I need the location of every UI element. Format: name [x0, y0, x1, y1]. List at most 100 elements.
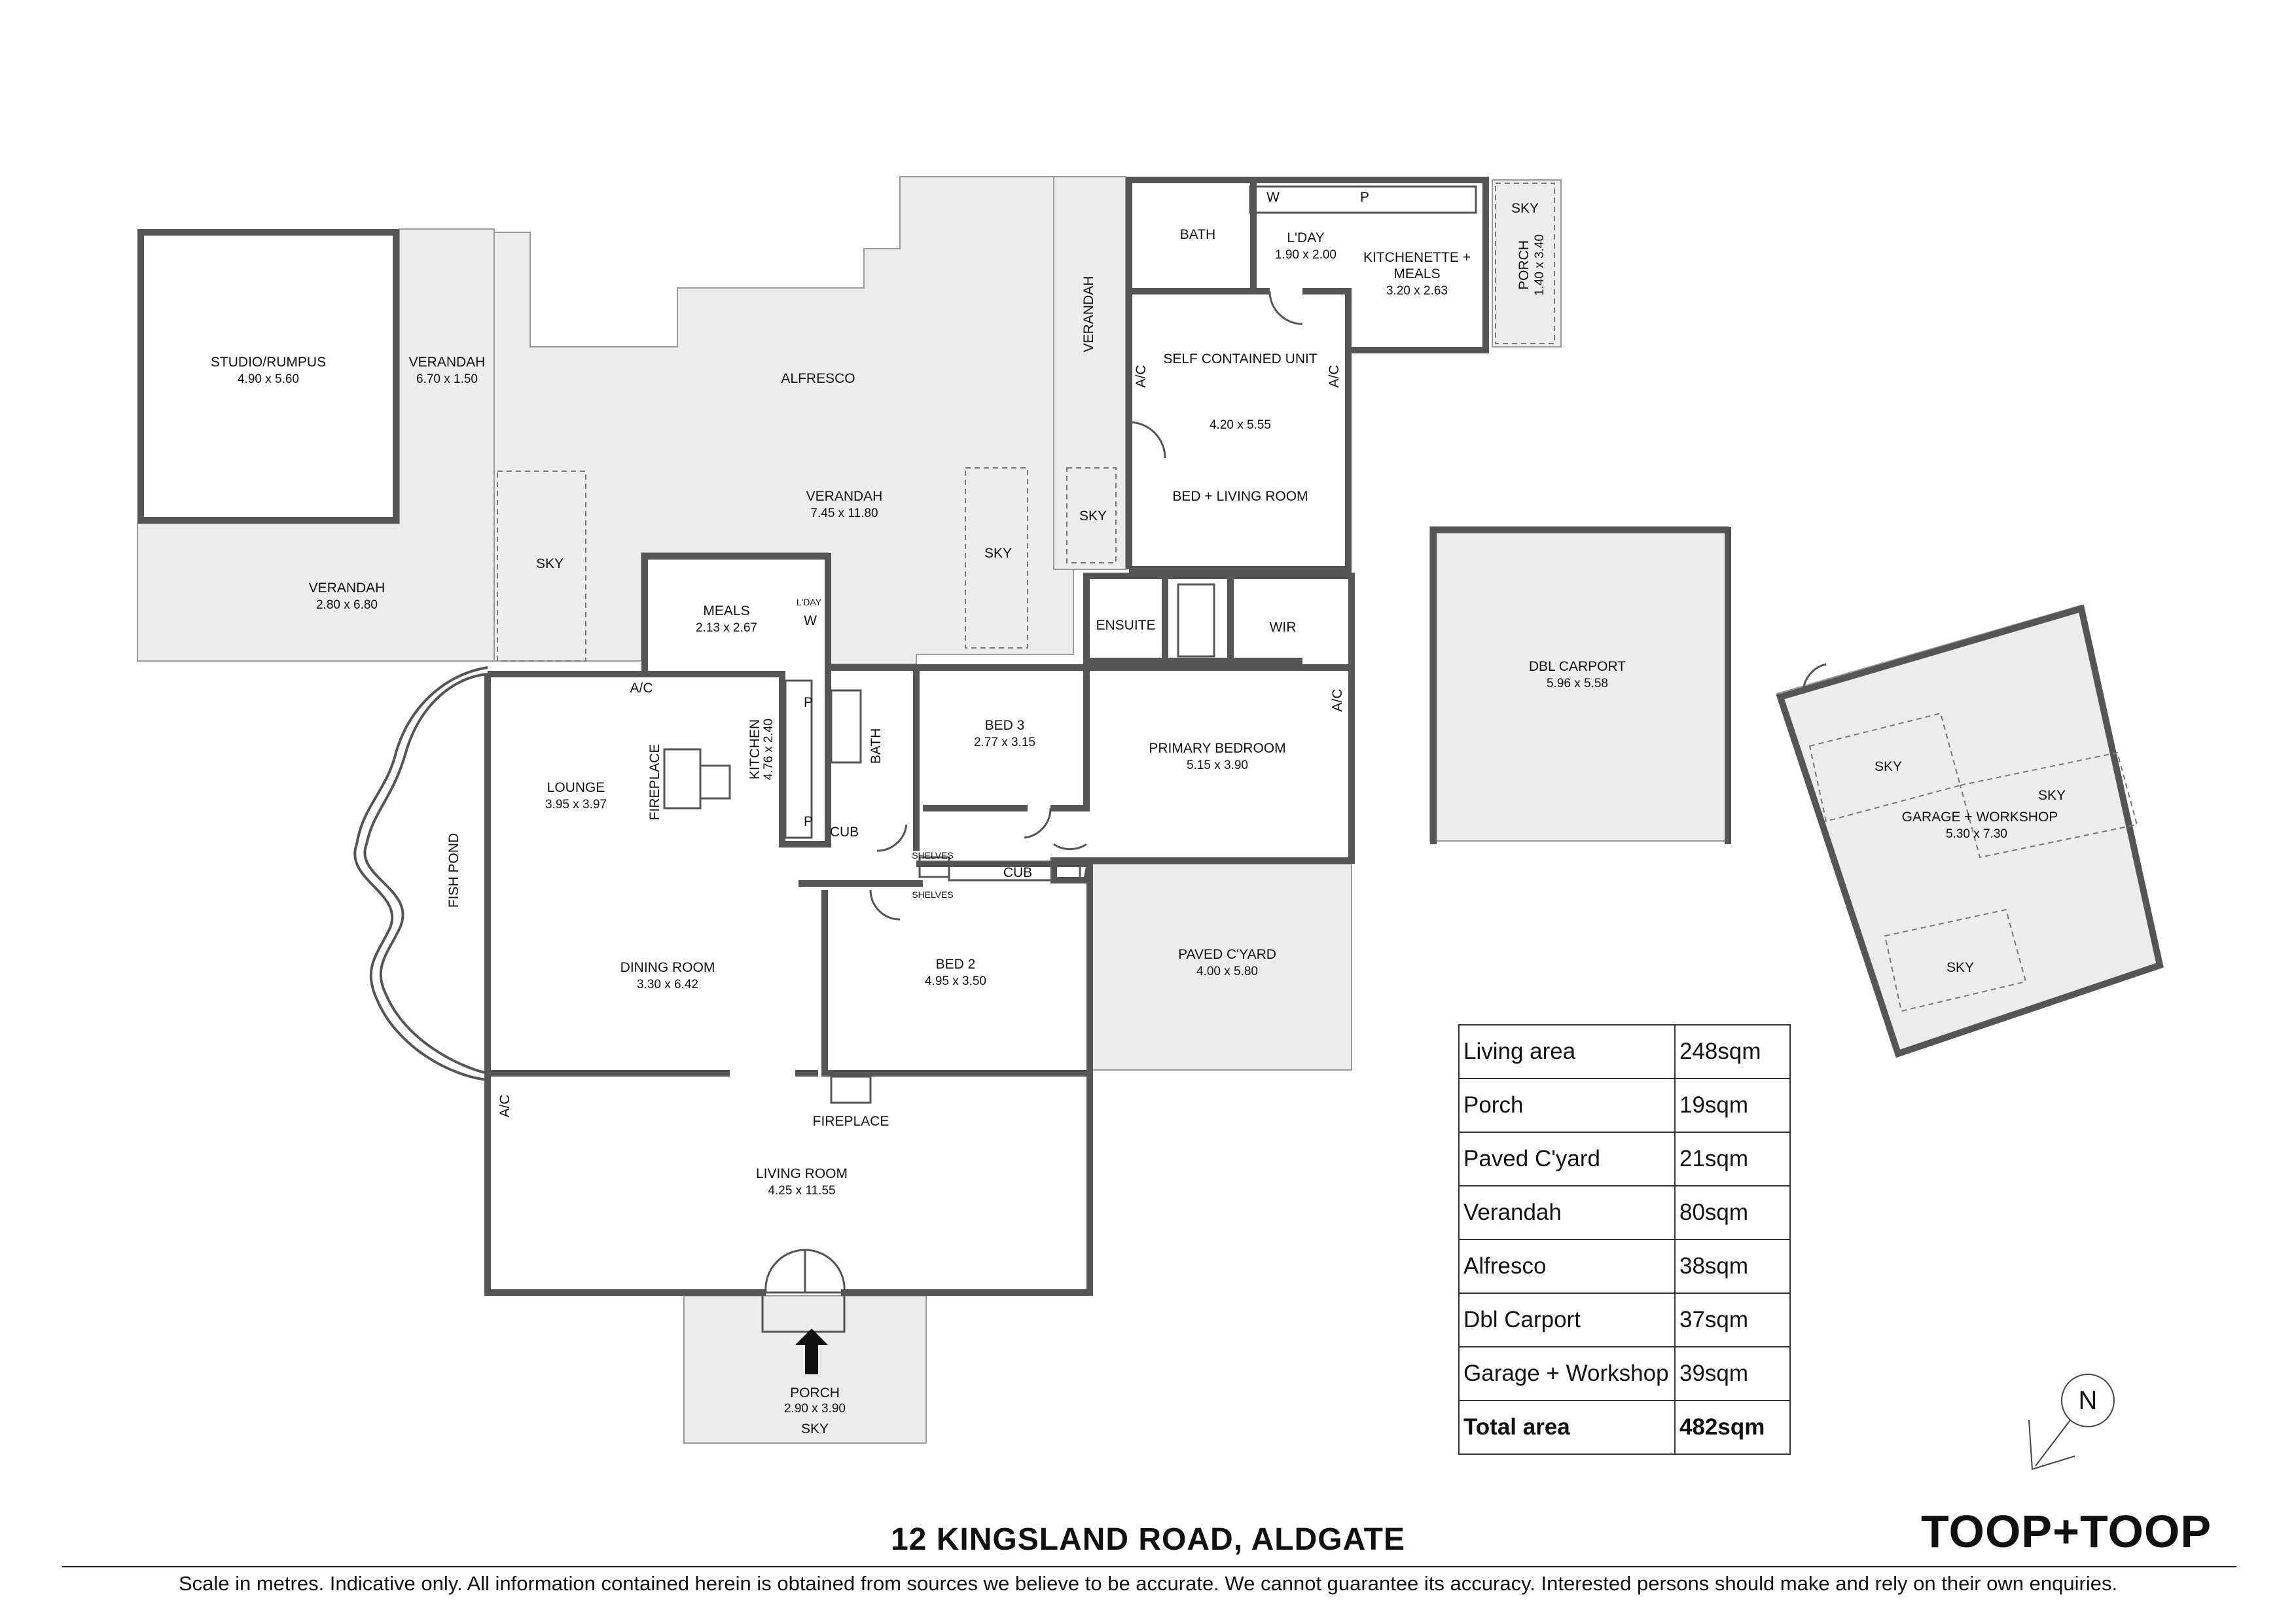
area-label: Paved C'yard: [1458, 1132, 1676, 1186]
sky-label-g3: SKY: [1946, 960, 1974, 975]
disclaimer: Scale in metres. Indicative only. All in…: [178, 1572, 2118, 1595]
north-label: N: [2079, 1386, 2098, 1415]
area-value: 21sqm: [1674, 1132, 1791, 1186]
footer-rule: [62, 1566, 2236, 1567]
wir-name: WIR: [1270, 620, 1297, 635]
cooktop: [699, 764, 731, 800]
area-label: Dbl Carport: [1458, 1293, 1676, 1347]
ensuite-name: ENSUITE: [1096, 618, 1155, 633]
fireplace-label-lounge: FIREPLACE: [647, 744, 662, 821]
fireplace-label-living: FIREPLACE: [813, 1114, 889, 1129]
skylight-a: [497, 471, 586, 662]
sky-label-b: SKY: [984, 546, 1012, 561]
w-label-unit: W: [1266, 190, 1280, 205]
verandah-a-name: VERANDAH: [409, 355, 486, 370]
shelves-label-a: SHELVES: [912, 850, 954, 861]
verandah-c-dim: 7.45 x 11.80: [810, 507, 878, 520]
meals-dim: 2.13 x 2.67: [696, 621, 757, 635]
sc-unit-sub: BED + LIVING ROOM: [1172, 489, 1308, 504]
lounge-walls: [484, 674, 730, 1077]
garage-walls: [1776, 604, 2164, 1058]
alfresco-name: ALFRESCO: [781, 371, 855, 386]
sky-label-g1: SKY: [1874, 759, 1902, 774]
brand-logo: TOOP+TOOP: [1921, 1506, 2212, 1557]
unit-porch-sky: SKY: [1511, 201, 1539, 216]
bed3-walls: [916, 664, 1090, 812]
ac-label-unit-right: A/C: [1327, 365, 1342, 387]
living-name: LIVING ROOM: [756, 1166, 848, 1181]
ac-label-primary: A/C: [1330, 688, 1345, 711]
kitchenette-dim: 3.20 x 2.63: [1386, 284, 1448, 298]
area-label: Living area: [1458, 1024, 1676, 1079]
porch-dim: 2.90 x 3.90: [784, 1402, 846, 1416]
fish-pond-outline: [353, 666, 488, 1081]
north-compass: N: [2028, 1374, 2115, 1471]
skylight-unit-porch: [1495, 183, 1555, 344]
courtyard-dim: 4.00 x 5.80: [1196, 965, 1258, 978]
living-fireplace: [830, 1075, 872, 1104]
kitchen-dim: 4.76 x 2.40: [762, 719, 776, 780]
living-walls-2: [841, 1073, 1093, 1296]
area-label: Total area: [1458, 1400, 1676, 1455]
kitchen-name: KITCHEN: [747, 719, 762, 779]
ac-label-living: A/C: [497, 1094, 512, 1117]
property-address: 12 KINGSLAND ROAD, ALDGATE: [890, 1522, 1406, 1557]
meals-walls: [641, 553, 831, 674]
kitchenette-name: KITCHENETTE +: [1363, 250, 1471, 265]
bath-main-name: BATH: [869, 728, 884, 764]
verandah-c-name: VERANDAH: [806, 489, 883, 504]
area-value: 248sqm: [1674, 1024, 1791, 1079]
unit-walls-2: [1129, 288, 1352, 573]
entry-step: [761, 1291, 846, 1333]
room-labels: STUDIO/RUMPUS 4.90 x 5.60 VERANDAH 6.70 …: [211, 190, 2066, 1436]
living-walls: [484, 1073, 766, 1296]
p-label-kitchen-b: P: [804, 814, 813, 829]
primary-dim: 5.15 x 3.90: [1187, 758, 1248, 772]
area-value: 37sqm: [1674, 1293, 1791, 1347]
unit-porch-area: [1492, 179, 1562, 348]
unit-porch-name: PORCH: [1516, 240, 1532, 290]
carport-dim: 5.96 x 5.58: [1547, 677, 1608, 690]
lounge-fireplace: [663, 748, 702, 810]
lounge-name: LOUNGE: [547, 780, 605, 795]
skylight-g3: [1884, 908, 2027, 1012]
area-label: Alfresco: [1458, 1239, 1676, 1294]
ensuite-bath: [1177, 583, 1215, 658]
bath-tub: [830, 689, 862, 764]
area-label: Verandah: [1458, 1185, 1676, 1240]
verandah-west-area: [137, 228, 495, 662]
lounge-dim: 3.95 x 3.97: [545, 798, 607, 812]
sky-label-g2: SKY: [2038, 788, 2066, 803]
ac-label-lounge: A/C: [630, 681, 653, 696]
skylight-b: [965, 467, 1028, 649]
entry-arrow: [795, 1329, 828, 1374]
p-label-kitchen-a: P: [804, 695, 813, 710]
fixtures: [663, 185, 1477, 1333]
bed2-walls: [821, 864, 1093, 1077]
area-value: 19sqm: [1674, 1078, 1791, 1133]
courtyard-name: PAVED C'YARD: [1178, 947, 1276, 962]
cub-label-kitchen: CUB: [830, 825, 859, 840]
laundry-name: L'DAY: [1287, 230, 1324, 245]
bed2-dim: 4.95 x 3.50: [925, 974, 986, 988]
lday-small-label: L'DAY: [797, 597, 822, 607]
porch-name: PORCH: [790, 1385, 840, 1400]
alfresco-area: [399, 176, 1126, 665]
ensuite-walls: [1083, 573, 1355, 668]
studio-walls: [137, 229, 399, 524]
garage-name: GARAGE + WORKSHOP: [1902, 810, 2058, 825]
area-label: Garage + Workshop: [1458, 1346, 1676, 1401]
cub-box: [948, 863, 1081, 882]
verandah-d-name: VERANDAH: [1081, 276, 1096, 353]
skylights: [497, 183, 2138, 1012]
carport-name: DBL CARPORT: [1529, 659, 1626, 674]
bed3-name: BED 3: [985, 718, 1025, 733]
